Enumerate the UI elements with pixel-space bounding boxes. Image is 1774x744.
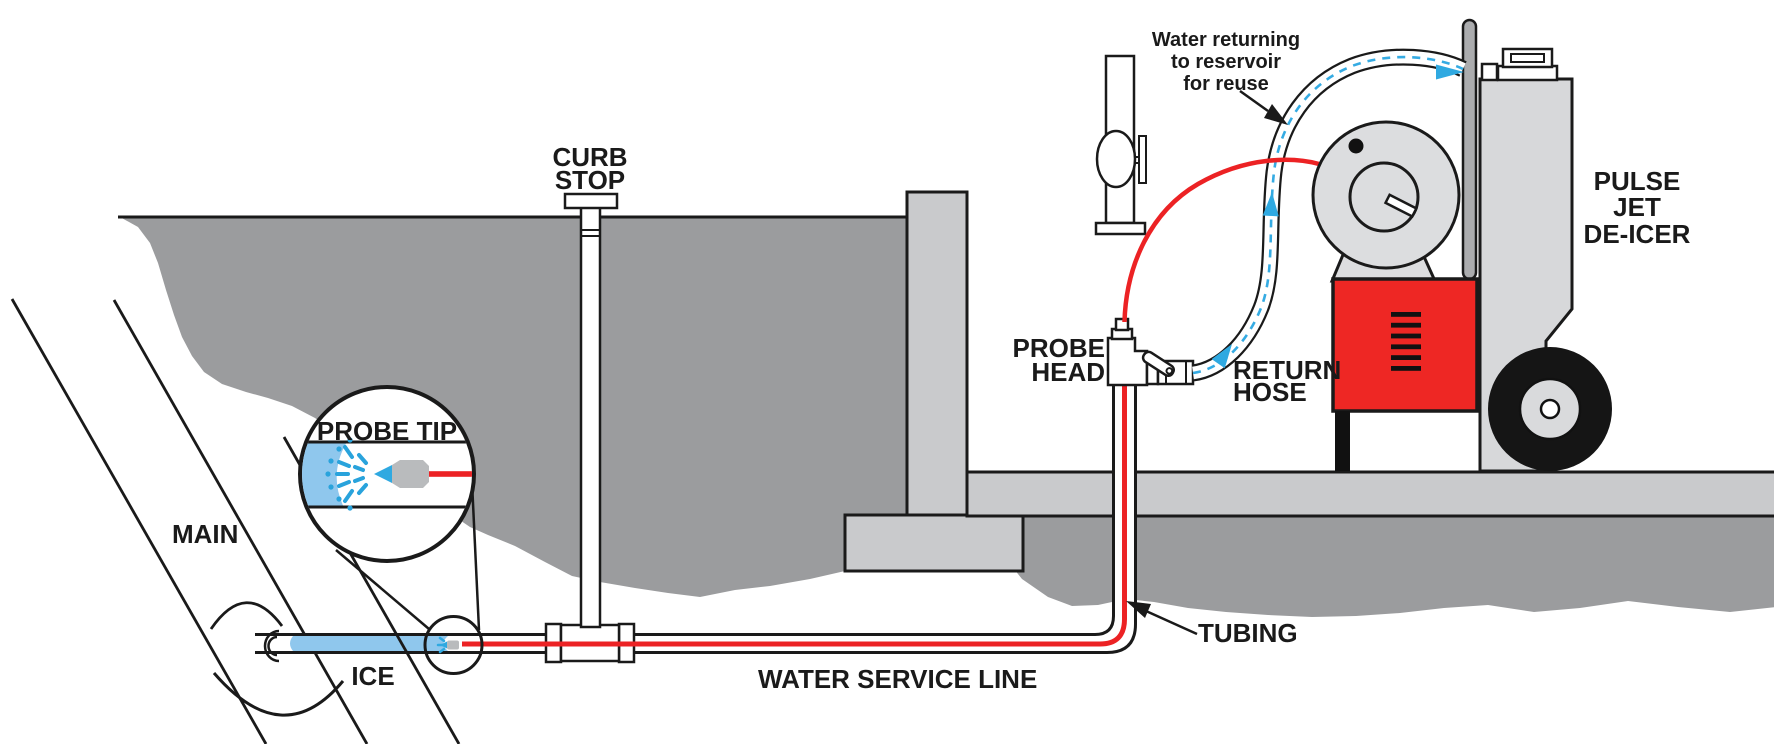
spray-jets <box>335 445 368 503</box>
drum-hub <box>1348 161 1420 233</box>
tubing-label: TUBING <box>1198 618 1298 648</box>
soil-right <box>999 516 1774 617</box>
vent-slat <box>1391 322 1421 328</box>
main-edge-left <box>10 298 268 744</box>
pulse-jet-label-line3: DE-ICER <box>1584 219 1691 249</box>
magnified-tubing-red <box>429 471 472 477</box>
thawing-tubing-red <box>462 330 1127 647</box>
standpipe-handle-bar <box>1138 135 1147 184</box>
curb-stop-t-handle <box>563 192 619 210</box>
standpipe-valve-body <box>1095 129 1137 189</box>
machine-wheel <box>1488 347 1612 471</box>
flow-arrow <box>1211 64 1464 369</box>
main-bell-arc-top <box>209 601 284 630</box>
probe-head-body <box>1106 336 1149 387</box>
service-line-bell-mouth <box>263 629 280 663</box>
foundation-footing <box>843 513 1025 573</box>
probe-tip-location-circle <box>423 615 484 675</box>
probe-nozzle <box>374 465 392 483</box>
concrete-slab <box>965 470 1774 518</box>
probe-head-label-line1: PROBE <box>1013 333 1105 363</box>
main-edge-right <box>112 299 369 744</box>
main-label: MAIN <box>172 519 238 549</box>
water-returning-arrow-line <box>1239 89 1269 113</box>
service-line-bottom-wall <box>255 385 1137 654</box>
small-circle-outline <box>423 615 484 675</box>
spray-droplets <box>325 437 353 511</box>
magnified-ice <box>302 443 346 506</box>
return-hose <box>1191 48 1467 382</box>
annotation-label-line1: Water returning <box>1152 29 1300 51</box>
drum-pin <box>1348 138 1364 154</box>
return-hose-flow-dashes <box>1192 55 1464 375</box>
soil-left <box>120 217 907 597</box>
hose-reel-drum <box>1311 120 1461 270</box>
connector-line-right <box>470 481 481 631</box>
tank-cap-lid-inner <box>1510 53 1545 63</box>
engine-vents <box>1391 312 1421 371</box>
mini-nozzle <box>440 641 447 649</box>
service-line-top-wall <box>255 385 1115 636</box>
water-returning-arrowhead <box>1264 104 1288 125</box>
tubing-arrowhead <box>1126 601 1151 618</box>
water-service-line-label: WATER SERVICE LINE <box>758 664 1037 694</box>
bell-mouth-inner-arc <box>267 635 278 657</box>
vent-slat <box>1391 312 1421 317</box>
probe-head-nub <box>1114 317 1130 332</box>
tubing-arrow-line <box>1145 609 1198 636</box>
tank-cap <box>1480 47 1559 82</box>
pulse-jet-label-line1: PULSE <box>1594 166 1681 196</box>
foundation-wall <box>905 190 969 517</box>
curb-stop-label-line2: STOP <box>555 165 625 195</box>
ice-blockage <box>290 636 448 651</box>
vent-slat <box>1391 344 1421 350</box>
standpipe-assembly <box>1094 54 1147 236</box>
magnifier-connector-lines <box>335 481 481 631</box>
wheel-axle-hole <box>1539 398 1561 420</box>
ice-label: ICE <box>351 661 394 691</box>
probe-head-label-line2: HEAD <box>1031 357 1105 387</box>
curb-stop-label-line1: CURB <box>552 142 627 172</box>
return-hose-label-line2: HOSE <box>1233 377 1307 407</box>
annotation-arrows <box>1126 89 1288 636</box>
probe-tip-body <box>392 460 429 488</box>
pulse-jet-label-line2: JET <box>1613 192 1661 222</box>
curb-stop-pipe <box>579 204 602 629</box>
valve-lever <box>1141 350 1176 378</box>
tank-cap-step <box>1480 62 1499 82</box>
vent-slat <box>1391 366 1421 371</box>
main-bell-arc-bottom <box>212 672 345 717</box>
vent-slat <box>1391 355 1421 360</box>
return-hose-label-line1: RETURN <box>1233 355 1341 385</box>
machine-leg <box>1335 411 1350 471</box>
probe-tip-label: PROBE TIP <box>317 416 457 446</box>
probe-tip-magnifier: PROBE TIP <box>298 385 476 563</box>
annotation-label-line2: to reservoir <box>1171 51 1281 73</box>
probe-head-assembly <box>1106 317 1195 387</box>
thawing-tubing-red-upper <box>1122 157 1320 323</box>
water-main-pipe <box>10 298 369 744</box>
standpipe-flange <box>1094 221 1147 236</box>
cart-handle-blade <box>1461 18 1478 281</box>
mini-probe-body <box>447 640 459 650</box>
annotation-label-line3: for reuse <box>1183 73 1269 95</box>
reel-crank-handle <box>1383 193 1419 219</box>
connector-line-left <box>335 549 430 630</box>
bell-mouth-outer-arc <box>263 629 280 663</box>
vent-slat <box>1391 333 1421 339</box>
